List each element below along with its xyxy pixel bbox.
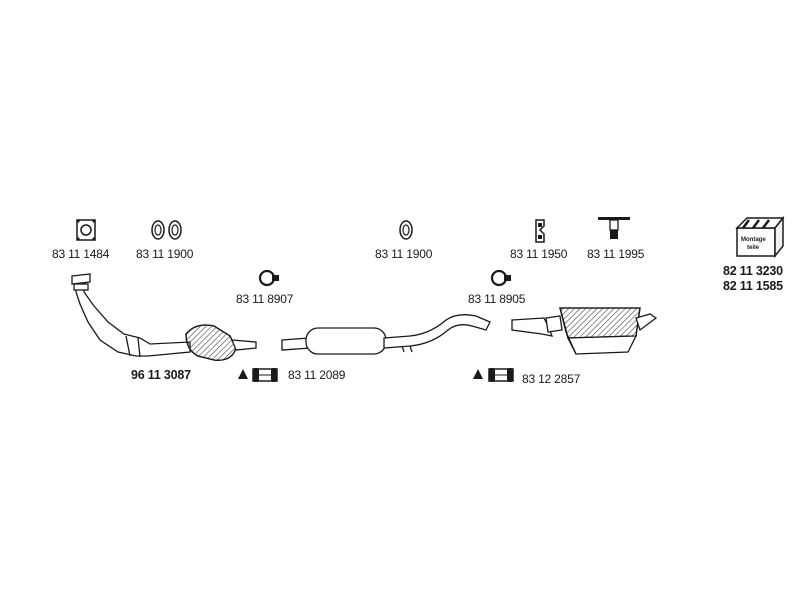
warning-triangle-icon: [473, 369, 483, 379]
part-number-mounting-kit-2: 82 11 1585: [723, 279, 783, 293]
rear-silencer: [511, 307, 658, 355]
part-number-clamp-set-right: 83 12 2857: [522, 372, 581, 386]
oval-gasket-pair-icon: [151, 220, 182, 240]
middle-silencer-pipe: [281, 314, 491, 355]
square-flange-gasket-icon: [76, 219, 96, 241]
double-clamp-icon: [488, 368, 514, 382]
bar-hanger-icon: [598, 217, 630, 239]
part-number-front-pipe: 96 11 3087: [131, 368, 191, 382]
part-number-gasket-mid: 83 11 1900: [375, 247, 433, 261]
svg-text:teile: teile: [747, 245, 760, 251]
part-number-clamp-set-left: 83 11 2089: [288, 368, 346, 382]
front-pipe-catalytic-converter: [71, 273, 257, 361]
double-clamp-icon: [252, 368, 278, 382]
part-number-hanger-small: 83 11 1950: [510, 247, 568, 261]
svg-text:Montage: Montage: [741, 237, 766, 243]
oval-gasket-icon: [399, 220, 413, 240]
part-number-gasket-pair: 83 11 1900: [136, 247, 194, 261]
pipe-clamp-icon: [490, 269, 511, 287]
rubber-hanger-icon: [535, 219, 545, 243]
warning-triangle-icon: [238, 369, 248, 379]
part-number-clamp-right: 83 11 8905: [468, 292, 526, 306]
part-number-clamp-left: 83 11 8907: [236, 292, 294, 306]
part-number-gasket-square: 83 11 1484: [52, 247, 110, 261]
pipe-clamp-icon: [258, 269, 279, 287]
mounting-kit-box-icon: Montage teile: [735, 215, 785, 258]
part-number-mounting-kit-1: 82 11 3230: [723, 264, 783, 278]
part-number-hanger-bar: 83 11 1995: [587, 247, 645, 261]
